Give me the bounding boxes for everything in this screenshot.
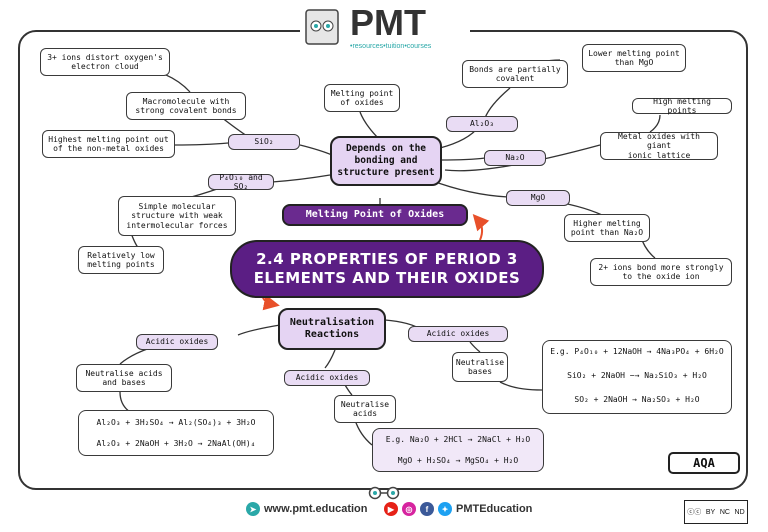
eq-mid-2: MgO + H₂SO₄ → MgSO₄ + H₂O bbox=[397, 456, 519, 465]
neutral-line-1: Neutralisation bbox=[289, 316, 375, 328]
simple-line-1: Simple molecular bbox=[138, 202, 216, 212]
simple-molecular-note: Simple molecular structure with weak int… bbox=[118, 196, 236, 236]
higher-line-1: Higher melting bbox=[573, 218, 641, 228]
low-line-2: melting points bbox=[87, 260, 155, 269]
eq-right-2: SiO₂ + 2NaOH −→ Na₂SiO₃ + H₂O bbox=[567, 371, 707, 380]
partial-line-1: Bonds are partially bbox=[469, 64, 561, 74]
neutralisation-hub: Neutralisation Reactions bbox=[278, 308, 386, 350]
cc-icon: ⓒⓒ bbox=[687, 509, 702, 516]
hub-line-3: structure present bbox=[337, 166, 435, 178]
neutral-line-2: Reactions bbox=[304, 329, 360, 340]
lower-than-mgo-note: Lower melting point than MgO bbox=[582, 44, 686, 72]
central-line-2: ELEMENTS AND THEIR OXIDES bbox=[253, 269, 521, 287]
acidic-oxides-left: Acidic oxides bbox=[136, 334, 218, 350]
twoplus-line-2: to the oxide ion bbox=[622, 272, 700, 281]
acids-line-1: Neutralise bbox=[340, 399, 390, 409]
social-handle: PMTEducation bbox=[456, 503, 533, 515]
both-line-1: Neutralise acids bbox=[85, 368, 163, 378]
equations-left: Al₂O₃ + 3H₂SO₄ → Al₂(SO₄)₃ + 3H₂O Al₂O₃ … bbox=[78, 410, 274, 456]
simple-line-2: structure with weak bbox=[131, 211, 223, 221]
highest-line-2: of the non-metal oxides bbox=[53, 144, 164, 153]
website-text: www.pmt.education bbox=[264, 503, 368, 515]
melting-hub: Depends on the bonding and structure pre… bbox=[330, 136, 442, 186]
low-line-1: Relatively low bbox=[87, 250, 155, 260]
lattice-line-2: ionic lattice bbox=[627, 150, 691, 160]
neutralise-acids-and-bases: Neutralise acids and bases bbox=[76, 364, 172, 392]
partial-line-2: covalent bbox=[495, 74, 535, 83]
book-owl-icon bbox=[305, 9, 339, 45]
instagram-icon[interactable]: ◎ bbox=[402, 502, 416, 516]
equations-right: E.g. P₄O₁₀ + 12NaOH → 4Na₃PO₄ + 6H₂O SiO… bbox=[542, 340, 732, 414]
lower-line-1: Lower melting point bbox=[588, 48, 680, 58]
lattice-line-1: Metal oxides with giant bbox=[618, 132, 700, 151]
distort-line-1: 3+ ions distort oxygen's bbox=[47, 52, 163, 62]
note-line-1: Melting point bbox=[330, 88, 394, 98]
neutralise-acids: Neutralise acids bbox=[334, 395, 396, 423]
website-link[interactable]: ➤ www.pmt.education bbox=[246, 502, 368, 516]
pmt-logo: PMT •resources•tuition•courses bbox=[300, 4, 470, 50]
eq-right-1: E.g. P₄O₁₀ + 12NaOH → 4Na₃PO₄ + 6H₂O bbox=[550, 347, 724, 356]
central-topic: 2.4 PROPERTIES OF PERIOD 3 ELEMENTS AND … bbox=[230, 240, 544, 298]
acidic-oxides-mid: Acidic oxides bbox=[284, 370, 370, 386]
note-line-2: of oxides bbox=[340, 98, 384, 107]
high-melting-note: High melting points bbox=[632, 97, 732, 115]
melting-point-note: Melting point of oxides bbox=[324, 84, 400, 112]
cc-license-badge: ⓒⓒ BY NC ND bbox=[684, 500, 748, 524]
cursor-icon: ➤ bbox=[246, 502, 260, 516]
mgo-node: MgO bbox=[506, 190, 570, 206]
eq-right-3: SO₂ + 2NaOH → Na₂SO₃ + H₂O bbox=[574, 395, 700, 404]
eq-left-2: Al₂O₃ + 2NaOH + 3H₂O → 2NaAl(OH)₄ bbox=[96, 439, 256, 448]
eq-left-1: Al₂O₃ + 3H₂SO₄ → Al₂(SO₄)₃ + 3H₂O bbox=[96, 418, 256, 427]
both-line-2: and bases bbox=[102, 378, 146, 387]
p4o10-so2-node: P₄O₁₀ and SO₂ bbox=[208, 173, 274, 191]
twitter-icon[interactable]: ✦ bbox=[438, 502, 452, 516]
social-links[interactable]: ▶ ◎ f ✦ PMTEducation bbox=[384, 502, 532, 516]
lower-line-2: than MgO bbox=[614, 58, 654, 67]
eq-mid-1: E.g. Na₂O + 2HCl → 2NaCl + H₂O bbox=[385, 435, 531, 444]
giant-ionic-note: Metal oxides with giant ionic lattice bbox=[600, 132, 718, 160]
bases-line-1: Neutralise bbox=[455, 357, 505, 367]
acidic-oxides-right: Acidic oxides bbox=[408, 326, 508, 342]
macro-line-2: strong covalent bonds bbox=[135, 106, 237, 115]
central-line-1: 2.4 PROPERTIES OF PERIOD 3 bbox=[256, 250, 518, 269]
license-by: BY bbox=[705, 508, 716, 516]
glasses-icon bbox=[368, 486, 400, 500]
na2o-node: Na₂O bbox=[484, 150, 546, 166]
acids-line-2: acids bbox=[352, 409, 378, 418]
low-melting-note: Relatively low melting points bbox=[78, 246, 164, 274]
neutralise-bases: Neutralise bases bbox=[452, 352, 508, 382]
hub-line-2: bonding and bbox=[354, 155, 418, 167]
melting-point-title: Melting Point of Oxides bbox=[282, 204, 468, 226]
bases-line-2: bases bbox=[467, 367, 493, 376]
higher-line-2: point than Na₂O bbox=[570, 228, 644, 237]
sio2-macromolecule: Macromolecule with strong covalent bonds bbox=[126, 92, 246, 120]
sio2-highest-note: Highest melting point out of the non-met… bbox=[42, 130, 175, 158]
distort-line-2: electron cloud bbox=[71, 62, 139, 71]
sio2-node: SiO₂ bbox=[228, 134, 300, 150]
macro-line-1: Macromolecule with bbox=[142, 96, 230, 106]
hub-line-1: Depends on the bbox=[345, 143, 427, 155]
two-plus-ions-note: 2+ ions bond more strongly to the oxide … bbox=[590, 258, 732, 286]
ions-distort-note: 3+ ions distort oxygen's electron cloud bbox=[40, 48, 170, 76]
simple-line-3: intermolecular forces bbox=[126, 220, 228, 230]
facebook-icon[interactable]: f bbox=[420, 502, 434, 516]
al2o3-node: Al₂O₃ bbox=[446, 116, 518, 132]
twoplus-line-1: 2+ ions bond more strongly bbox=[598, 262, 724, 272]
exam-board-badge: AQA bbox=[668, 452, 740, 474]
license-nd: ND bbox=[734, 508, 745, 516]
highest-line-1: Highest melting point out bbox=[48, 134, 169, 144]
license-nc: NC bbox=[719, 508, 730, 516]
brand-tagline: •resources•tuition•courses bbox=[350, 42, 432, 50]
youtube-icon[interactable]: ▶ bbox=[384, 502, 398, 516]
equations-mid: E.g. Na₂O + 2HCl → 2NaCl + H₂O MgO + H₂S… bbox=[372, 428, 544, 472]
higher-than-na2o-note: Higher melting point than Na₂O bbox=[564, 214, 650, 242]
partially-covalent-note: Bonds are partially covalent bbox=[462, 60, 568, 88]
brand-name: PMT bbox=[350, 1, 426, 43]
